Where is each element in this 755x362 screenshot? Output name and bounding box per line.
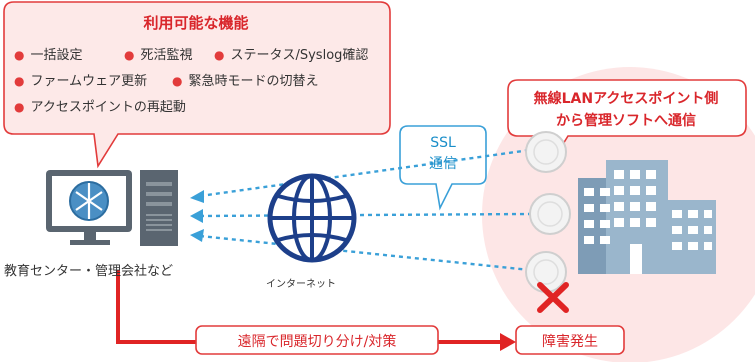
bullet-icon: ● [172, 74, 183, 88]
feature-item: ●アクセスポイントの再起動 [14, 100, 186, 115]
arrowhead-bottom [190, 229, 204, 242]
remote-action-label: 遠隔で問題切り分け/対策 [237, 334, 397, 350]
bullet-icon: ● [214, 48, 225, 62]
arrowhead-top [190, 190, 204, 203]
feature-item: ●ファームウェア更新 [14, 74, 148, 89]
right-callout-line: から管理ソフトへ通信 [556, 113, 696, 129]
ssl-line: 通信 [429, 156, 457, 172]
features-callout [3, 1, 391, 169]
fault-box [515, 325, 625, 355]
internet-label: インターネット [266, 279, 336, 290]
ssl-bubble-text: SSL 通信 [398, 133, 488, 175]
globe-icon [267, 173, 357, 263]
comm-line-bottom [199, 234, 531, 272]
access-point-bottom [525, 251, 567, 293]
features-title: 利用可能な機能 [143, 14, 249, 32]
arrowhead-middle [190, 209, 203, 223]
bullet-icon: ● [14, 74, 25, 88]
computer-icon [46, 170, 178, 246]
red-x-icon [537, 282, 569, 313]
education-center-label: 教育センター・管理会社など [4, 264, 174, 279]
fault-label: 障害発生 [542, 334, 598, 350]
feature-item: ●ステータス/Syslog確認 [214, 48, 369, 63]
remote-action-arrowhead [500, 333, 516, 351]
arrow-heads [190, 190, 204, 242]
right-callout-line: 無線LANアクセスポイント側 [533, 91, 719, 107]
communication-lines [199, 148, 531, 272]
ssl-line: SSL [430, 135, 456, 151]
bullet-icon: ● [14, 100, 25, 114]
feature-item: ●一括設定 [14, 48, 83, 63]
building-icon [578, 160, 716, 274]
comm-line-middle [199, 212, 531, 218]
bullet-icon: ● [124, 48, 135, 62]
bullet-icon: ● [14, 48, 25, 62]
remote-action-box [195, 325, 439, 355]
feature-item: ●緊急時モードの切替え [172, 74, 319, 89]
feature-item: ●死活監視 [124, 48, 193, 63]
right-callout-text: 無線LANアクセスポイント側 から管理ソフトへ通信 [508, 88, 744, 132]
access-point-middle [529, 193, 571, 235]
access-point-top [525, 131, 567, 173]
ssl-bubble [399, 125, 487, 211]
